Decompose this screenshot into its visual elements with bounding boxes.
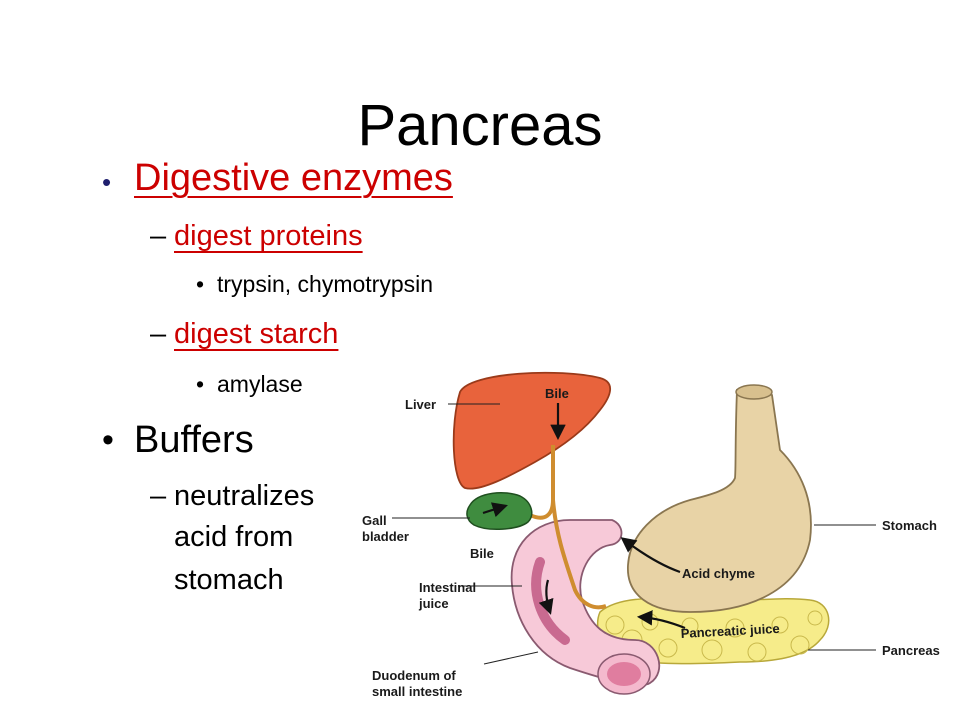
label-bile-bottom: Bile — [470, 546, 494, 561]
bullet-buffers: Buffers — [134, 419, 254, 461]
gall-bladder-organ — [466, 492, 533, 530]
bullet-stomach: stomach — [174, 564, 284, 596]
label-small-intestine: small intestine — [372, 684, 462, 699]
bullet-dot: • — [196, 371, 205, 397]
label-liver: Liver — [405, 397, 436, 412]
liver-organ — [452, 371, 612, 490]
slide-title: Pancreas — [357, 93, 603, 158]
bullet-digest-starch: digest starch — [174, 318, 339, 350]
bullet-digest-proteins: digest proteins — [174, 220, 363, 252]
label-bladder: bladder — [362, 529, 409, 544]
label-duodenum: Duodenum of — [372, 668, 456, 683]
stomach-organ — [627, 384, 812, 613]
label-gall: Gall — [362, 513, 387, 528]
label-juice: juice — [418, 596, 449, 611]
dash: – — [150, 480, 167, 512]
bullet-trypsin: trypsin, chymotrypsin — [217, 271, 434, 297]
bullet-amylase: amylase — [217, 371, 303, 397]
label-pancreas: Pancreas — [882, 643, 940, 658]
label-bile-top: Bile — [545, 386, 569, 401]
duodenum-organ — [510, 519, 661, 695]
bullet-neutralizes: neutralizes — [174, 480, 315, 512]
dash: – — [150, 220, 167, 252]
label-acid-chyme: Acid chyme — [682, 566, 755, 581]
bullet-dot: • — [102, 421, 114, 459]
bullet-digestive-enzymes: Digestive enzymes — [134, 157, 453, 199]
dash: – — [150, 318, 167, 350]
label-stomach: Stomach — [882, 518, 937, 533]
bile-duct — [529, 445, 607, 610]
bullet-dot: • — [102, 167, 112, 197]
bullet-dot: • — [196, 271, 205, 297]
bullet-acid-from: acid from — [174, 521, 294, 553]
label-intestinal: Intestinal — [419, 580, 476, 595]
label-pancreatic-juice: Pancreatic juice — [680, 621, 780, 641]
